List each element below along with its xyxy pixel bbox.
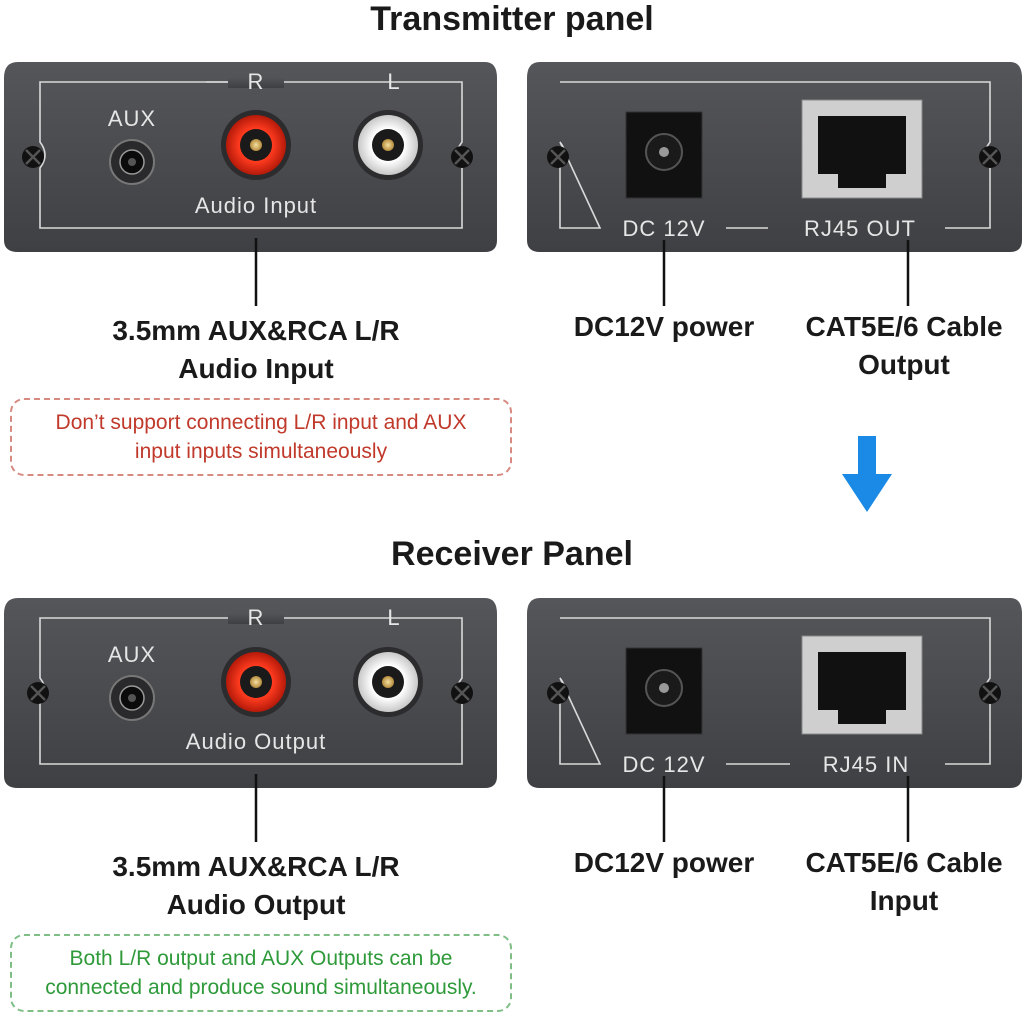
transmitter-network-panel: DC 12V RJ45 OUT: [527, 62, 1022, 252]
transmitter-power-callout: DC12V power: [573, 311, 755, 342]
dc-label: DC 12V: [622, 752, 705, 777]
l-label: L: [387, 605, 400, 630]
aux-label: AUX: [108, 642, 156, 667]
transmitter-title: Transmitter panel: [370, 0, 654, 38]
rj45-label: RJ45 OUT: [804, 216, 916, 241]
receiver-note: Both L/R output and AUX Outputs can be c…: [10, 934, 512, 1012]
receiver-audio-panel: R L AUX Audio Output: [4, 598, 497, 788]
transmitter-audio-callout: 3.5mm AUX&RCA L/R Audio Input: [112, 315, 400, 384]
dc-label: DC 12V: [622, 216, 705, 241]
receiver-audio-callout: 3.5mm AUX&RCA L/R Audio Output: [112, 851, 400, 920]
callout-lines: [254, 238, 910, 842]
transmitter-cable-callout: CAT5E/6 Cable Output: [805, 311, 1003, 380]
screw-icon: [451, 682, 473, 704]
r-label: R: [248, 69, 265, 94]
screw-icon: [979, 146, 1001, 168]
rca-red-jack-icon: [221, 110, 291, 180]
rca-red-jack-icon: [221, 647, 291, 717]
screw-icon: [451, 146, 473, 168]
rj45-port-icon: [801, 635, 923, 735]
aux-jack-icon: [109, 139, 155, 185]
aux-jack-icon: [109, 675, 155, 721]
audio-label: Audio Input: [195, 193, 317, 218]
rca-white-jack-icon: [353, 647, 423, 717]
dc-power-jack-icon: [625, 647, 703, 735]
screw-icon: [547, 682, 569, 704]
screw-icon: [979, 682, 1001, 704]
aux-label: AUX: [108, 106, 156, 131]
receiver-title: Receiver Panel: [391, 535, 633, 573]
rca-white-jack-icon: [353, 110, 423, 180]
rj45-label: RJ45 IN: [823, 752, 909, 777]
rj45-port-icon: [801, 99, 923, 199]
l-label: L: [387, 69, 400, 94]
receiver-network-panel: DC 12V RJ45 IN: [527, 598, 1022, 788]
receiver-power-callout: DC12V power: [573, 847, 755, 878]
dc-power-jack-icon: [625, 111, 703, 199]
down-arrow-icon: [842, 436, 892, 512]
r-label: R: [248, 605, 265, 630]
screw-icon: [22, 146, 44, 168]
receiver-cable-callout: CAT5E/6 Cable Input: [805, 847, 1003, 916]
transmitter-audio-panel: R L AUX Audio Input: [4, 62, 497, 252]
audio-label: Audio Output: [186, 729, 326, 754]
screw-icon: [547, 146, 569, 168]
transmitter-note: Don’t support connecting L/R input and A…: [10, 398, 512, 476]
screw-icon: [27, 682, 49, 704]
